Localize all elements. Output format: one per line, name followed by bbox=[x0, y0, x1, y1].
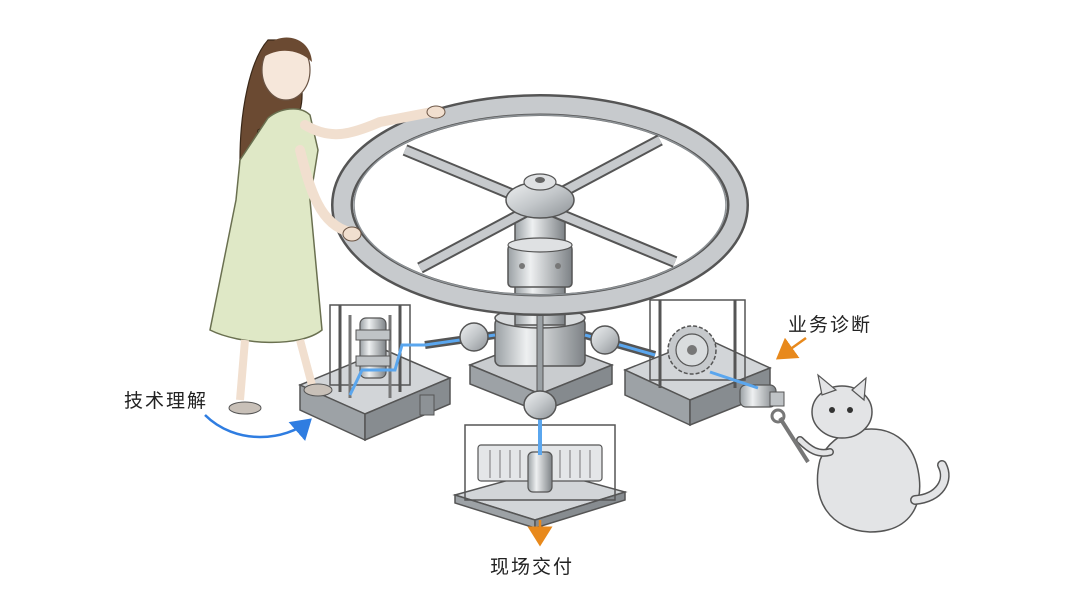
girl-figure-icon bbox=[209, 37, 446, 415]
arrow-technical bbox=[204, 414, 312, 441]
cat-figure-icon bbox=[770, 373, 950, 533]
handwheel-icon bbox=[331, 94, 749, 316]
arrow-business bbox=[775, 336, 807, 360]
label-business-diagnosis: 业务诊断 bbox=[788, 314, 873, 336]
drive-shafts bbox=[424, 322, 657, 359]
left-gearbox bbox=[298, 304, 452, 442]
right-gearbox bbox=[623, 299, 785, 427]
label-technical-understanding: 技术理解 bbox=[124, 390, 209, 412]
label-onsite-delivery: 现场交付 bbox=[490, 556, 575, 578]
gear-wheel bbox=[667, 325, 717, 375]
front-gearbox bbox=[452, 390, 628, 530]
